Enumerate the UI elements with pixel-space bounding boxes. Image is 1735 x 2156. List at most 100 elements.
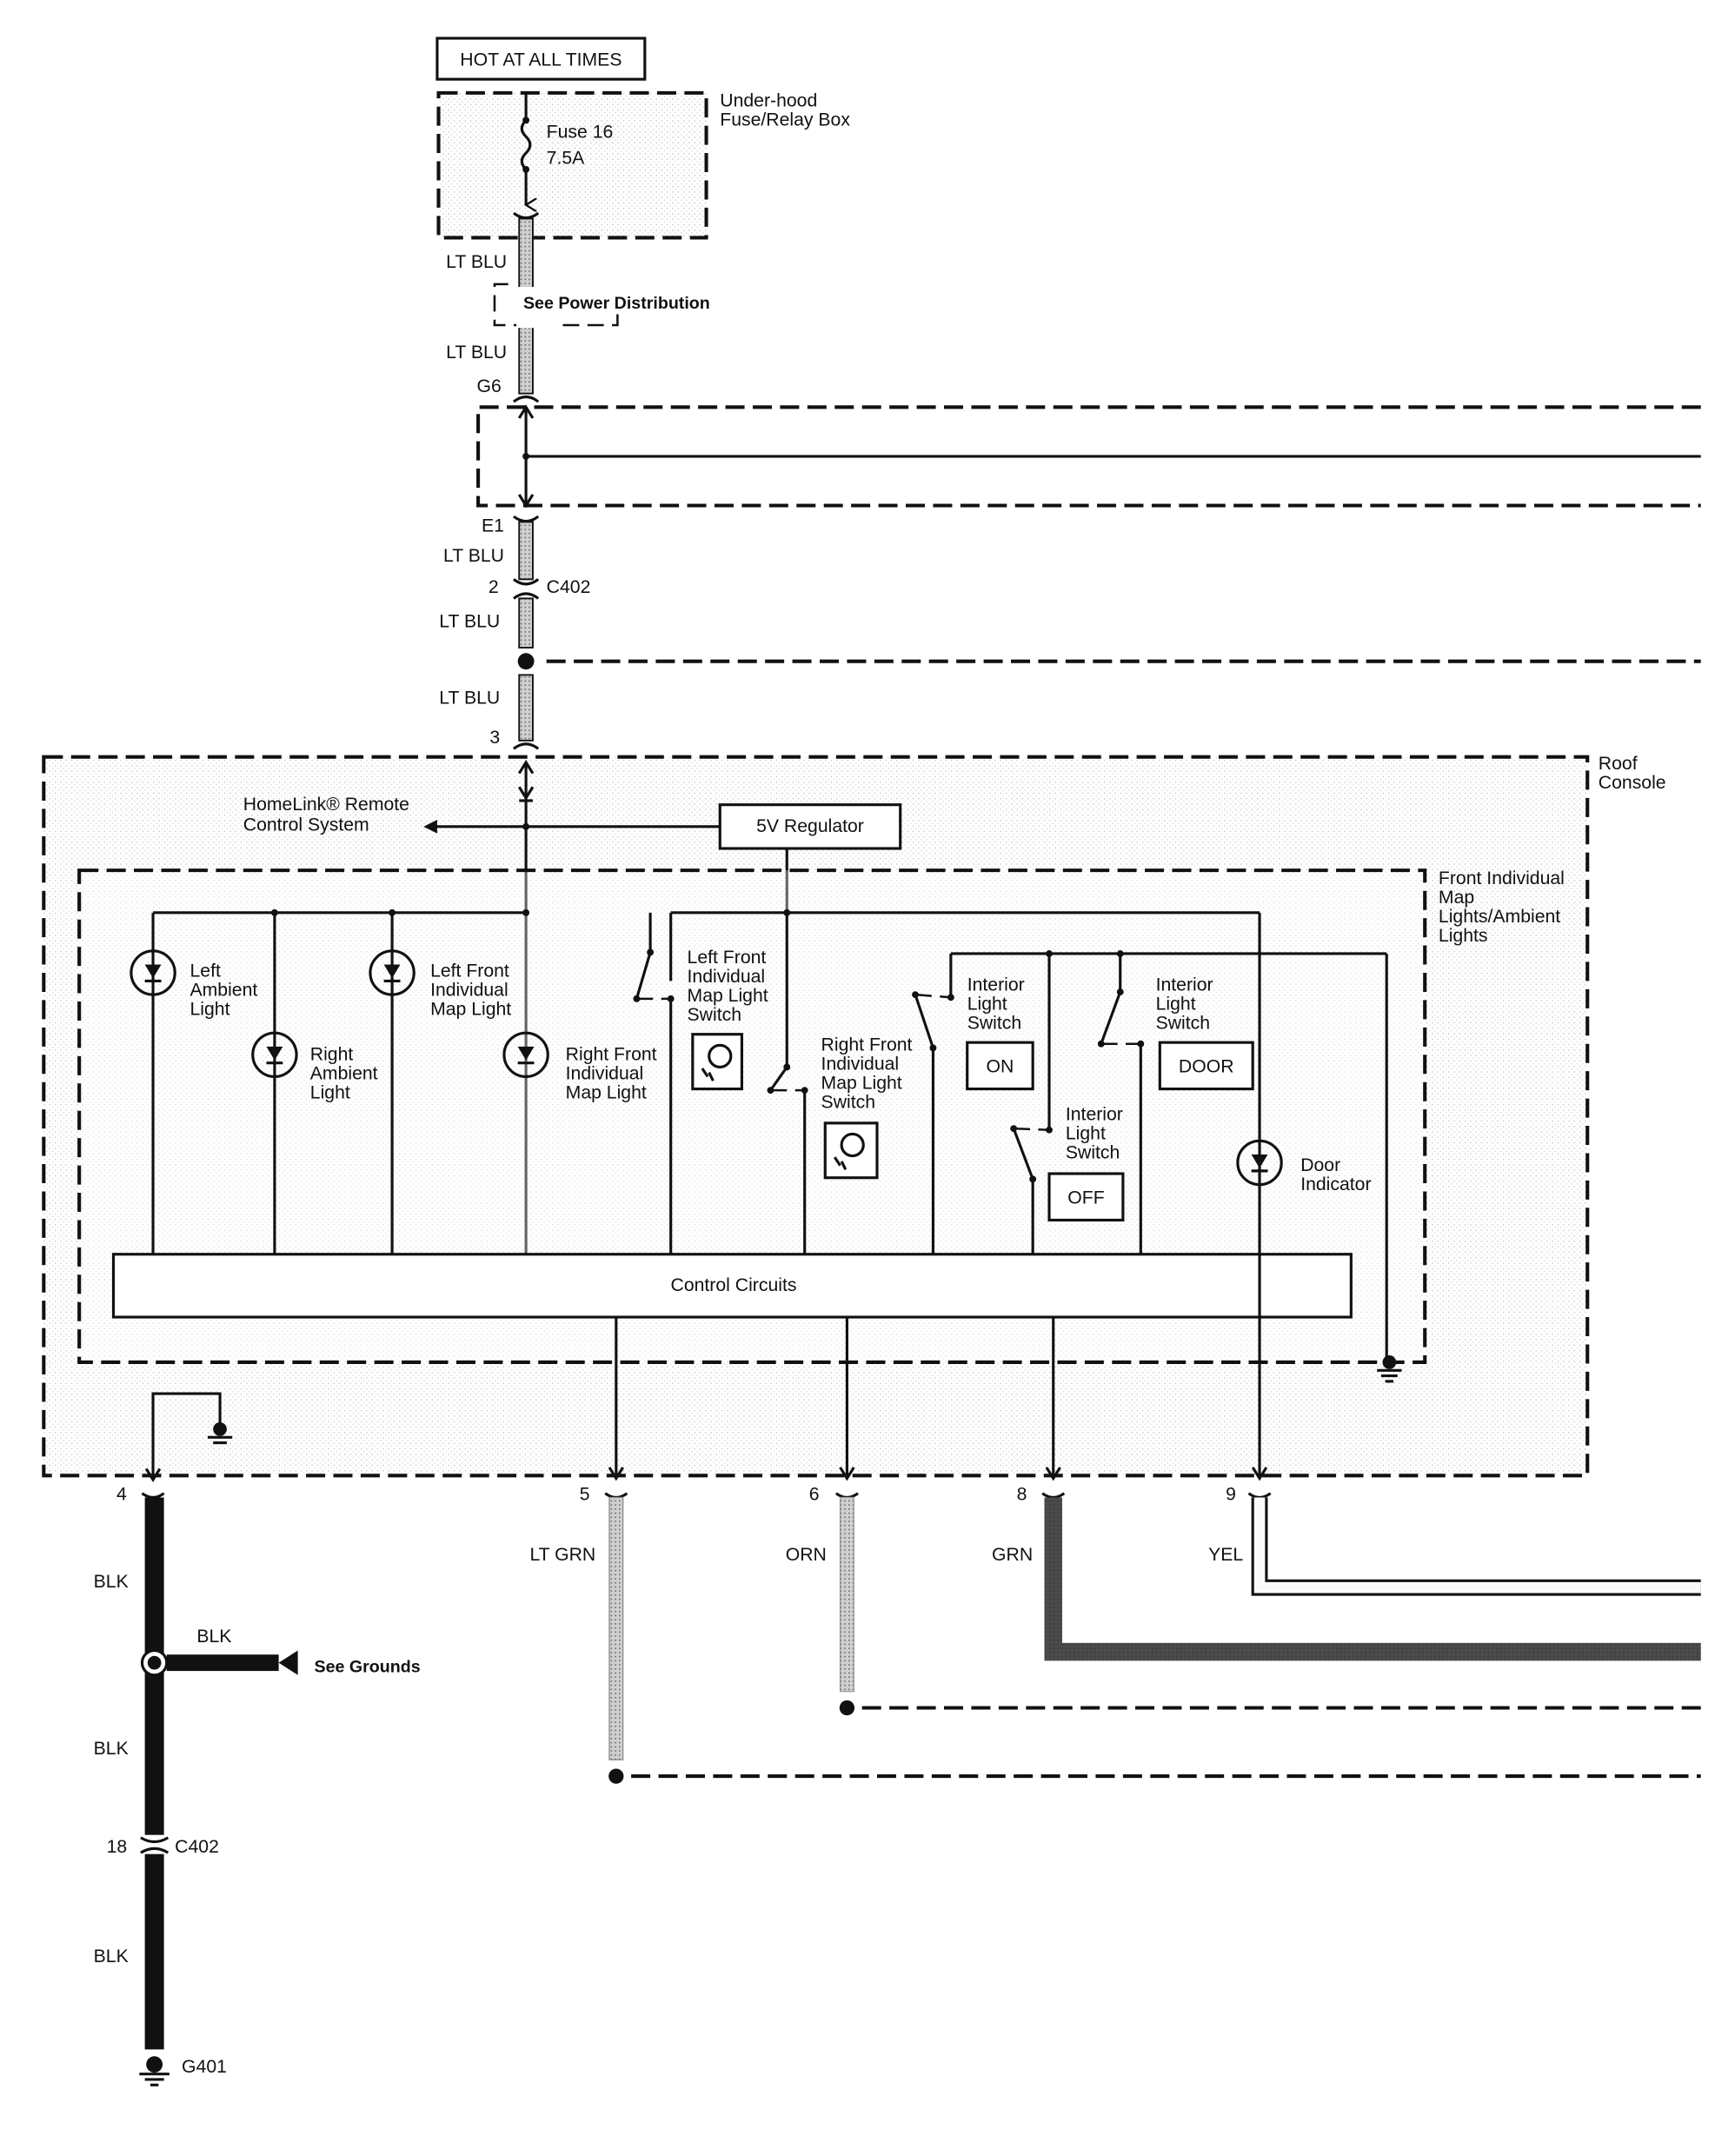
connector-pin: 2	[489, 577, 499, 597]
switch-label: Left Front	[688, 948, 767, 968]
interior-light-switch-on: Interior Light Switch ON	[912, 953, 1034, 1254]
connector-pin: 6	[809, 1485, 820, 1505]
see-grounds-link[interactable]: See Grounds	[314, 1658, 420, 1677]
fuse-box-name-2: Fuse/Relay Box	[720, 110, 850, 130]
switch-label: Switch	[821, 1093, 875, 1113]
wire-color-label: LT BLU	[439, 611, 500, 631]
wire-color-label: BLK	[94, 1572, 129, 1592]
control-circuits-block	[111, 1253, 1353, 1319]
wire-color-label: LT BLU	[446, 343, 507, 363]
homelink-label-2: Control System	[243, 815, 369, 835]
map-light-icon	[833, 1132, 865, 1171]
left-ambient-light: Left Ambient Light	[130, 949, 257, 1020]
homelink-label: HomeLink® Remote	[243, 795, 409, 815]
wire-color-label: YEL	[1208, 1545, 1243, 1565]
switch-label: Right Front	[821, 1035, 913, 1055]
wire-pin-5-lt-grn: 5 LT GRN	[529, 1485, 1701, 1784]
switch-label: Interior	[1066, 1105, 1123, 1125]
switch-label: Individual	[821, 1055, 900, 1075]
lamp-label: Map Light	[566, 1083, 647, 1103]
unit-label-4: Lights	[1439, 926, 1488, 946]
lt-blu-wire-lower: LT BLU 2 C402 LT BLU LT BLU 3	[439, 515, 1701, 750]
connector-pin: 8	[1017, 1485, 1027, 1505]
door-position-box	[1158, 1041, 1254, 1091]
connector-pin: 18	[107, 1837, 128, 1857]
output-arrows	[608, 1254, 1268, 1481]
ground-symbol-icon	[1377, 1355, 1402, 1383]
fuse-box-name: Under-hood	[720, 91, 817, 111]
connector-e1-label: E1	[482, 516, 504, 536]
switch-label: Switch	[688, 1005, 741, 1025]
left-front-map-light-switch: Left Front Individual Map Light Switch	[633, 912, 768, 1254]
wire-pin-9-yel: 9 YEL	[1208, 1485, 1701, 1596]
switch-label: Interior	[1156, 975, 1213, 995]
lamp-label: Right	[310, 1045, 354, 1065]
map-light-icon	[701, 1043, 733, 1081]
fuse-rating: 7.5A	[547, 149, 585, 169]
connector-pin: 3	[489, 728, 500, 748]
connector-label: C402	[175, 1837, 219, 1857]
left-front-map-light: Left Front Individual Map Light	[369, 949, 511, 1020]
wire-color-label: BLK	[196, 1627, 231, 1647]
wire-color-label: LT BLU	[446, 252, 507, 272]
fuse-relay-box: Under-hood Fuse/Relay Box Fuse 16 7.5A	[436, 91, 850, 240]
connector-label: G6	[477, 376, 502, 396]
door-label: DOOR	[1179, 1057, 1234, 1077]
wire-pin-4-blk: 4 BLK BLK See Grounds BLK 18 C402 BLK G4…	[94, 1485, 421, 2086]
on-label: ON	[987, 1057, 1014, 1077]
lamp-label: Left Front	[430, 962, 509, 982]
right-ambient-light: Right Ambient Light	[251, 1031, 378, 1103]
fuse-icon	[520, 119, 532, 170]
indicator-label: Door	[1300, 1155, 1340, 1175]
lamp-label: Ambient	[310, 1064, 378, 1084]
lamp-label: Light	[189, 1000, 229, 1020]
connector-pin: 5	[580, 1485, 590, 1505]
roof-console: Roof Console HomeLink® Remote Control Sy…	[42, 754, 1666, 1478]
indicator-label: Indicator	[1300, 1174, 1371, 1194]
power-source-label: HOT AT ALL TIMES	[460, 50, 622, 70]
wire-color-label: GRN	[992, 1545, 1033, 1565]
interior-light-switch-off: Interior Light Switch OFF	[1010, 953, 1125, 1254]
unit-label-2: Map	[1439, 888, 1474, 908]
off-label: OFF	[1067, 1188, 1104, 1208]
lamp-label: Ambient	[189, 981, 257, 1001]
lamp-label: Map Light	[430, 1000, 511, 1020]
lamp-label: Left	[189, 962, 220, 982]
wire-color-label: BLK	[94, 1739, 129, 1759]
switch-label: Individual	[688, 967, 766, 987]
switch-label: Light	[1156, 994, 1196, 1014]
see-power-distribution-link[interactable]: See Power Distribution	[523, 294, 710, 313]
switch-label: Light	[967, 994, 1007, 1014]
connector-pin: 4	[116, 1485, 127, 1505]
front-map-light-unit: Front Individual Map Lights/Ambient Ligh…	[77, 868, 1565, 1383]
door-indicator: Door Indicator	[1236, 1139, 1372, 1194]
lamp-label: Right Front	[566, 1045, 657, 1065]
power-source-box: HOT AT ALL TIMES	[435, 37, 647, 81]
regulator-label: 5V Regulator	[756, 816, 864, 836]
wire-color-label: LT BLU	[439, 688, 500, 708]
unit-label: Front Individual	[1439, 868, 1565, 888]
5v-regulator	[718, 803, 902, 850]
off-position-box	[1047, 1172, 1125, 1222]
internal-ground	[144, 1392, 233, 1483]
lamp-label: Light	[310, 1083, 350, 1103]
switch-label: Switch	[1156, 1013, 1210, 1033]
switch-label: Switch	[967, 1013, 1021, 1033]
lamp-label: Individual	[430, 981, 509, 1001]
wire-pin-8-grn: 8 GRN	[992, 1485, 1701, 1661]
switch-label: Map Light	[821, 1074, 902, 1094]
lamp-label: Individual	[566, 1064, 644, 1084]
on-position-box	[966, 1041, 1034, 1091]
roof-console-label: Roof	[1599, 754, 1638, 774]
switch-label: Map Light	[688, 986, 768, 1006]
lt-blu-wire-upper: LT BLU See Power Distribution LT BLU G6	[446, 211, 710, 403]
right-front-map-light: Right Front Individual Map Light	[502, 1031, 657, 1103]
connector-pin: 9	[1226, 1485, 1236, 1505]
interior-light-switch-door: Interior Light Switch DOOR	[1097, 953, 1254, 1254]
wire-pin-6-orn: 6 ORN	[786, 1485, 1701, 1716]
right-front-map-light-switch: Right Front Individual Map Light Switch	[767, 912, 913, 1254]
wire-color-label: LT GRN	[529, 1545, 595, 1565]
switch-label: Light	[1066, 1124, 1106, 1144]
fuse-label: Fuse 16	[547, 123, 614, 143]
